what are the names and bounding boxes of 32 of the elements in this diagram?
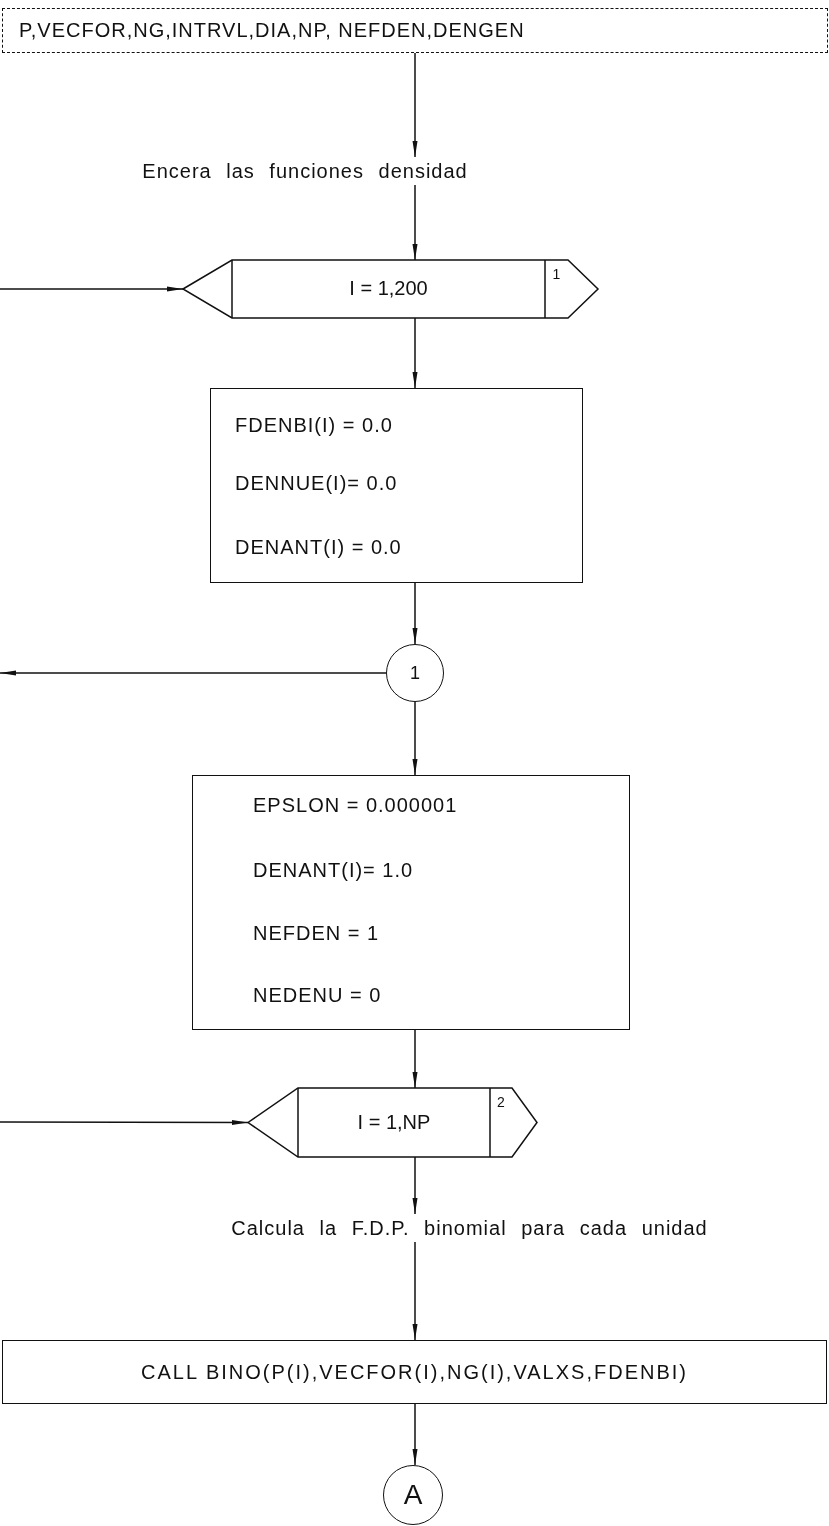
flow-arrow [0,1119,249,1125]
assignment-text: NEDENU = 0 [253,984,382,1007]
assignment-text: DENANT(I)= 1.0 [253,859,414,882]
variable-list: P,VECFOR,NG,INTRVL,DIA,NP, NEFDEN,DENGEN [19,19,525,42]
assignment-text: FDENBI(I) = 0.0 [235,414,393,437]
flow-arrow [412,701,418,776]
assignment-text: DENANT(I) = 0.0 [235,536,402,559]
assignment-text: NEFDEN = 1 [253,922,380,945]
comment-text: Encera las funciones densidad [70,157,540,185]
assignment-text: EPSLON = 0.000001 [253,794,458,817]
input-data-box [2,8,828,53]
flow-arrow [412,1241,418,1341]
loop-hexagon [183,260,598,318]
assignment-text: DENNUE(I)= 0.0 [235,472,398,495]
loop-number: 1 [551,266,562,282]
flow-arrow [412,184,418,261]
loop-number: 2 [496,1094,506,1110]
flow-arrow [412,582,418,645]
loop-range-text: I = 1,NP [356,1110,432,1134]
flow-arrow [412,1029,418,1089]
flow-arrow [412,52,418,158]
loop-hexagon [248,1088,537,1157]
flow-arrow [412,1156,418,1215]
flow-arrow [0,670,387,676]
loop-range-text: I = 1,200 [348,277,429,300]
process-box [192,775,630,1030]
flow-arrow [412,317,418,389]
comment-text: Calcula la F.D.P. binomial para cada unidad [110,1214,829,1242]
process-box: CALL BINO(P(I),VECFOR(I),NG(I),VALXS,FDENBI) [2,1340,827,1404]
flow-arrow [412,1403,418,1466]
flow-arrow [0,286,184,292]
process-box [210,388,583,583]
